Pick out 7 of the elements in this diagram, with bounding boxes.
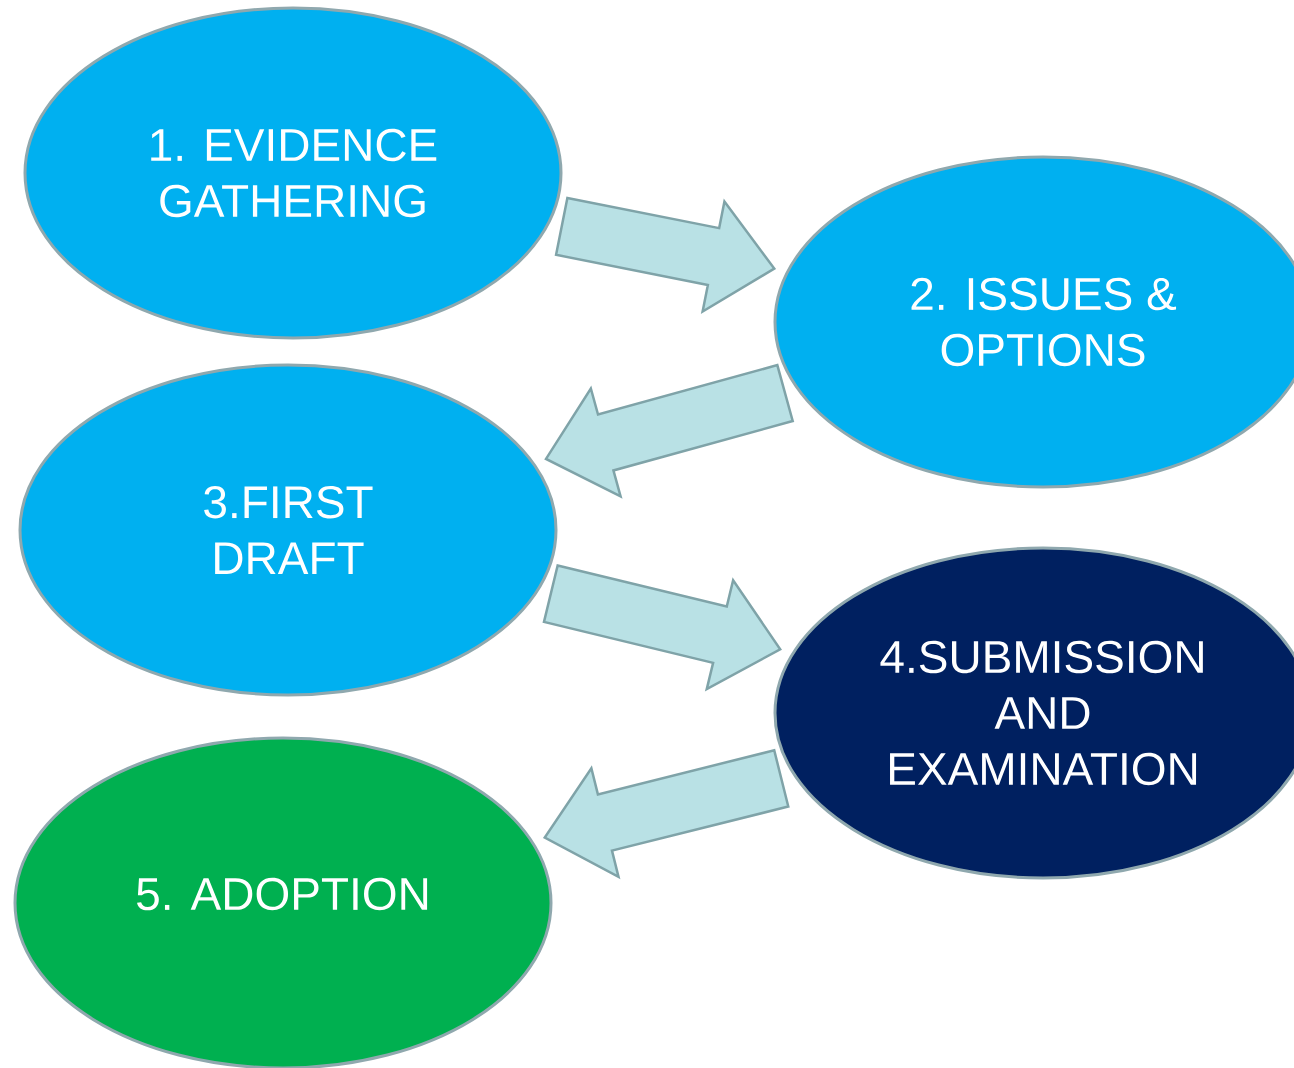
ellipse-node: 2. ISSUES & OPTIONS bbox=[773, 155, 1294, 489]
block-arrow bbox=[554, 196, 777, 314]
ellipse-node: 3.FIRST DRAFT bbox=[18, 363, 558, 697]
ellipse-node: 4.SUBMISSION AND EXAMINATION bbox=[773, 546, 1294, 880]
ellipse-node: 5. ADOPTION bbox=[13, 736, 553, 1068]
block-arrow bbox=[542, 564, 782, 692]
ellipse-node: 1. EVIDENCE GATHERING bbox=[23, 6, 563, 340]
